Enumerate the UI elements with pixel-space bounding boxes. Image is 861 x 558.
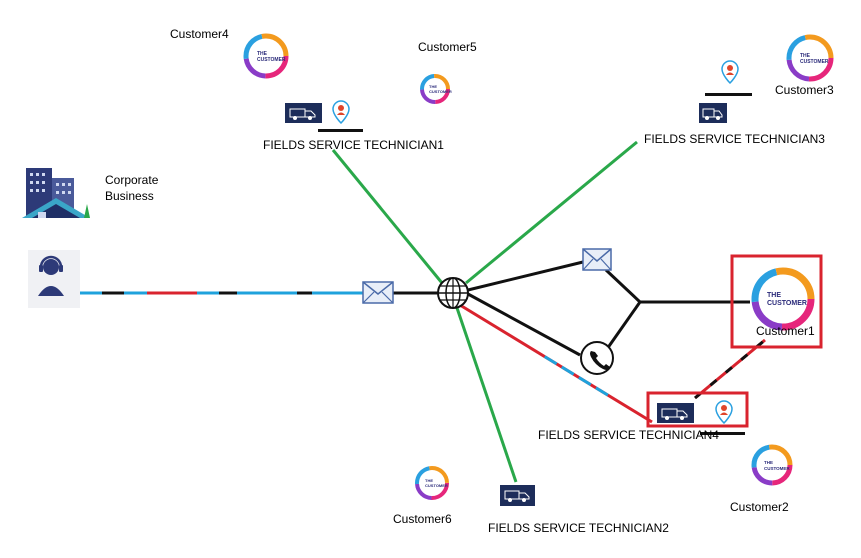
customer4-logo: THE CUSTOMER [243,33,289,79]
technician1-label: FIELDS SERVICE TECHNICIAN1 [263,138,444,152]
svg-text:CUSTOMER: CUSTOMER [429,89,452,94]
svg-text:THE: THE [429,84,437,89]
customer3-label: Customer3 [775,83,834,97]
link-email2-junction [604,268,642,304]
technician4-underline [700,432,745,435]
svg-text:THE: THE [257,51,268,57]
phone-icon [580,341,614,375]
svg-text:CUSTOMER: CUSTOMER [764,466,790,471]
customer4-label: Customer4 [170,27,229,41]
svg-text:THE: THE [425,478,433,483]
customer2-logo: THE CUSTOMER [751,444,793,486]
link-hub-tech4-blue [454,300,653,424]
svg-text:CUSTOMER: CUSTOMER [800,59,829,65]
customer1-logo: THE CUSTOMER [751,267,815,331]
technician4-truck [657,403,694,423]
link-hub-phone [467,292,581,357]
link-tech4-customer1-black [694,338,766,400]
corporate-label-line1: Corporate [105,173,159,187]
link-hub-email2 [467,260,584,292]
svg-text:THE: THE [767,292,781,299]
customer6-label: Customer6 [393,512,452,526]
customer5-logo: THE CUSTOMER [420,74,452,104]
envelope-icon [362,281,394,304]
technician2-label: FIELDS SERVICE TECHNICIAN2 [488,521,669,535]
customer1-label: Customer1 [756,324,815,338]
technician4-label: FIELDS SERVICE TECHNICIAN4 [538,428,719,442]
customer5-label: Customer5 [418,40,477,54]
customer2-label: Customer2 [730,500,789,514]
customer6-logo: THE CUSTOMER [415,466,449,500]
svg-text:CUSTOMER: CUSTOMER [257,57,286,63]
technician3-underline [705,93,752,96]
svg-text:CUSTOMER: CUSTOMER [425,483,448,488]
svg-text:CUSTOMER: CUSTOMER [767,300,807,307]
technician1-truck [285,103,322,123]
svg-text:THE: THE [764,460,773,465]
location-pin-icon [332,100,350,125]
location-pin-icon [721,60,739,85]
link-phone-junction [605,301,642,350]
svg-text:THE: THE [800,53,811,59]
link-hub-tech2 [454,304,518,483]
customer1-highlight-box [730,254,823,349]
technician1-underline [318,129,363,132]
link-hub-tech1 [331,149,444,284]
office-building-icon [22,168,90,218]
headset-agent-icon [28,250,80,308]
corporate-label-line2: Business [105,189,154,203]
globe-icon [437,277,469,309]
envelope-icon [582,248,612,271]
location-pin-icon [715,400,733,425]
customer3-logo: THE CUSTOMER [786,34,834,82]
technician3-truck [699,103,727,123]
technician2-truck [500,485,535,506]
link-hub-tech3 [465,140,638,285]
technician4-highlight-box [646,391,749,428]
technician3-label: FIELDS SERVICE TECHNICIAN3 [644,132,825,146]
